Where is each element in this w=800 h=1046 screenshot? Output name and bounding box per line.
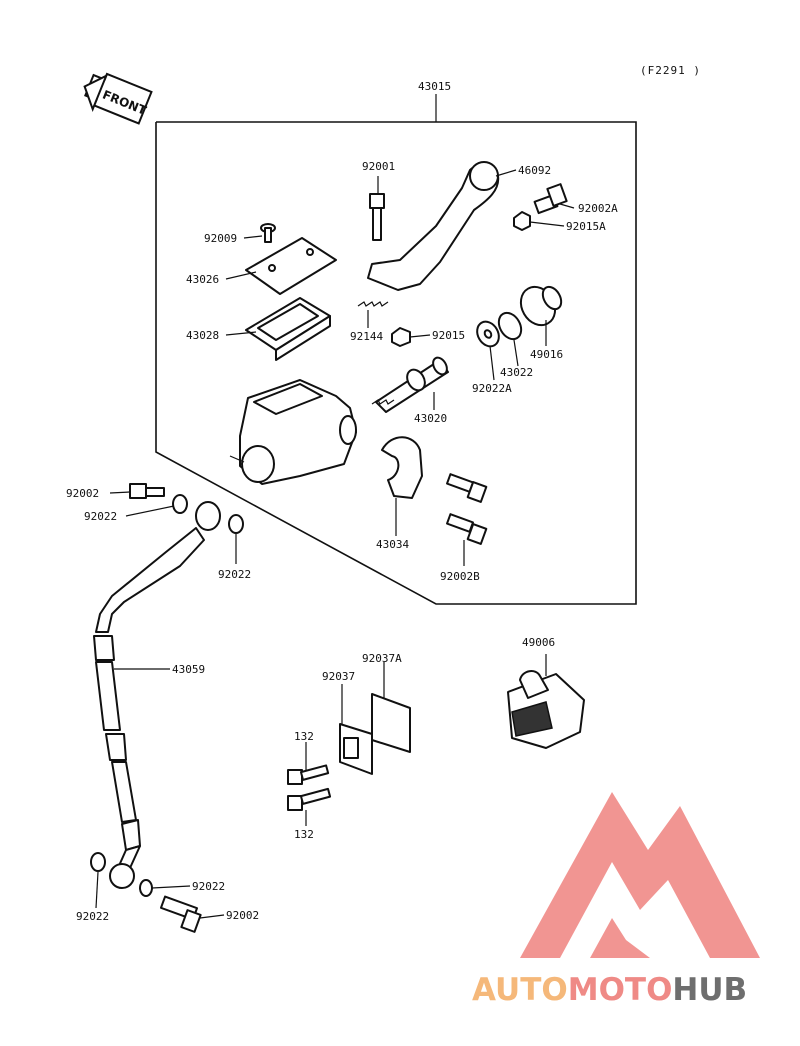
pivot-nut [391, 327, 411, 347]
label-132-bottom: 132 [294, 828, 314, 841]
washer-mid [228, 514, 244, 534]
reservoir-cap [245, 237, 337, 295]
label-43022: 43022 [500, 366, 533, 379]
lever-nut [513, 211, 531, 231]
label-92009: 92009 [204, 232, 237, 245]
label-43026: 43026 [186, 273, 219, 286]
washer-left [90, 852, 106, 872]
assembly-frame [155, 94, 637, 605]
cover-screw [260, 223, 276, 243]
watermark-text: AUTOMOTOHUB [472, 972, 747, 1008]
label-92022A: 92022A [472, 382, 512, 395]
handlebar-clamp [381, 436, 423, 499]
label-49016: 49016 [530, 348, 563, 361]
hose-bracket [339, 693, 411, 775]
brake-switch [507, 670, 585, 749]
leader-lines [95, 169, 575, 919]
clamp-bolts [446, 473, 488, 545]
label-92022-top: 92022 [84, 510, 117, 523]
watermark-moto: MOTO [568, 972, 673, 1008]
label-43028: 43028 [186, 329, 219, 342]
watermark-hub: HUB [672, 972, 747, 1008]
label-43059: 43059 [172, 663, 205, 676]
master-cylinder-body [229, 379, 357, 485]
label-92002-bottom: 92002 [226, 909, 259, 922]
front-arrow-icon: FRONT [83, 72, 153, 125]
label-92022-mid: 92022 [218, 568, 251, 581]
circlip [497, 311, 523, 341]
washer-top [172, 494, 188, 514]
brake-hose [93, 501, 221, 889]
dust-boot [519, 285, 563, 327]
label-92022-low: 92022 [192, 880, 225, 893]
label-92144: 92144 [350, 330, 383, 343]
lever-spring [357, 301, 389, 307]
label-46092: 46092 [518, 164, 551, 177]
piston-assembly [371, 356, 449, 413]
automotohub-logo: AUTOMOTOHUB [472, 792, 760, 1008]
part-labels: 43015 46092 92001 92002A 92015A 92009 43… [66, 80, 618, 923]
piston-washer [476, 320, 500, 348]
label-92015A: 92015A [566, 220, 606, 233]
label-92001: 92001 [362, 160, 395, 173]
watermark-auto: AUTO [472, 972, 568, 1008]
label-92022-left: 92022 [76, 910, 109, 923]
label-43020: 43020 [414, 412, 447, 425]
label-49006: 49006 [522, 636, 555, 649]
label-92002B: 92002B [440, 570, 480, 583]
figure-code: (F2291 ) [640, 64, 701, 77]
label-92002A: 92002A [578, 202, 618, 215]
banjo-bolt-bottom [159, 895, 202, 933]
pivot-bolt [369, 193, 385, 241]
label-92037A: 92037A [362, 652, 402, 665]
diaphragm [245, 297, 331, 361]
label-92037: 92037 [322, 670, 355, 683]
label-92015: 92015 [432, 329, 465, 342]
label-92002-top: 92002 [66, 487, 99, 500]
label-43034: 43034 [376, 538, 409, 551]
banjo-bolt-top [129, 483, 165, 499]
bracket-bolts [287, 764, 332, 811]
lever-bolt [533, 183, 568, 215]
washer-low [139, 879, 153, 897]
label-43015: 43015 [418, 80, 451, 93]
label-132-top: 132 [294, 730, 314, 743]
brake-lever [367, 161, 500, 291]
